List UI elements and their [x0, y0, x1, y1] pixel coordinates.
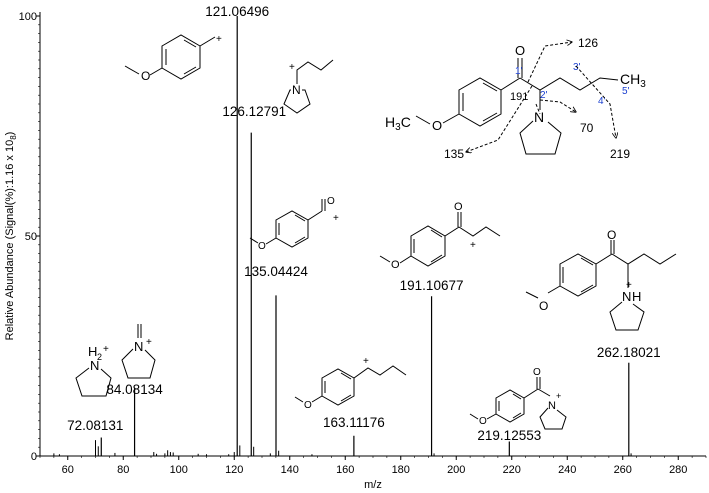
y-tick-label: 50: [25, 231, 37, 243]
methoxy-h: H: [385, 114, 395, 130]
position-label-2: 2': [540, 90, 548, 101]
plus-sign-121: +: [216, 34, 222, 45]
methyl-subscript: 3: [640, 79, 646, 90]
cleavage-arrow-126: [527, 42, 572, 83]
x-axis-title: m/z: [364, 479, 382, 491]
y-axis-title-main: Relative Abundance (Signal(%):1.16 x 10: [4, 140, 16, 341]
x-tick-label: 80: [117, 464, 129, 476]
nitrogen-atom-262: N: [622, 289, 631, 304]
structure-126-fragment: N +: [283, 59, 334, 114]
fragment-label-219: 219: [610, 147, 630, 161]
structure-84-fragment: N +: [121, 324, 156, 379]
x-tick-label: 160: [336, 464, 354, 476]
y-tick-label: 0: [31, 451, 37, 463]
peak-mz-label: 84.08134: [106, 382, 163, 397]
structure-121-fragment: + O: [124, 34, 222, 83]
hydrogen-atom-72: H: [88, 344, 97, 359]
peak-mz-label: 121.06496: [205, 4, 269, 19]
fragment-label-191: 191: [510, 91, 528, 103]
methyl-group-label: CH3: [620, 71, 646, 90]
peak-mz-label: 163.11176: [323, 415, 385, 430]
structure-191-fragment: O + O: [379, 201, 501, 271]
cleavage-arrow-135: [466, 85, 533, 152]
methyl-ch: CH: [620, 71, 640, 87]
peak-mz-label: 219.12553: [477, 428, 541, 443]
y-axis-title-close: ): [4, 132, 16, 136]
oxygen-atom-262-carbonyl: O: [607, 228, 616, 242]
methoxy-subscript: 3: [395, 122, 401, 133]
x-tick-label: 120: [225, 464, 243, 476]
x-tick-label: 280: [669, 464, 687, 476]
plus-sign-84: +: [146, 337, 152, 348]
nitrogen-atom-219: N: [548, 400, 556, 412]
position-label-4: 4': [598, 96, 606, 107]
plus-sign-163: +: [363, 356, 369, 367]
peak-mz-label: 191.10677: [400, 278, 464, 293]
oxygen-atom-121: O: [141, 69, 150, 83]
x-tick-label: 220: [503, 464, 521, 476]
x-tick-label: 200: [447, 464, 465, 476]
y-tick-label: 100: [19, 11, 37, 23]
peak-mz-label: 135.04424: [244, 264, 308, 279]
x-tick-label: 240: [558, 464, 576, 476]
nitrogen-atom-126: N: [292, 83, 301, 97]
x-tick-label: 140: [281, 464, 299, 476]
fragment-label-70: 70: [580, 121, 594, 135]
structure-262-parent: O N H + O: [525, 228, 677, 331]
x-tick-label: 60: [62, 464, 74, 476]
methoxy-label: H3C: [385, 114, 411, 133]
oxygen-atom-scheme: O: [432, 118, 442, 133]
plus-sign-135: +: [333, 213, 339, 224]
peaks-layer: [53, 16, 632, 456]
structure-72-fragment: H 2 + N: [75, 344, 112, 397]
peak-mz-label: 126.12791: [222, 104, 286, 119]
plus-sign-191: +: [470, 240, 476, 251]
y-axis-title: Relative Abundance (Signal(%):1.16 x 108…: [4, 132, 18, 341]
structure-219-fragment: O N + O: [469, 367, 567, 430]
position-label-5: 5': [622, 86, 630, 97]
oxygen-atom-191: O: [391, 259, 400, 271]
hydrogen-subscript-72: 2: [97, 352, 102, 362]
fragmentation-scheme: O CH3 N O H3C 1' 2' 3' 4' 5' 126 135 70 …: [385, 36, 646, 161]
oxygen-atom-219: O: [479, 416, 487, 427]
nitrogen-atom-scheme: N: [534, 109, 544, 125]
x-tick-label: 260: [614, 464, 632, 476]
cleavage-arrow-191: [535, 103, 541, 115]
hydrogen-atom-262: H: [632, 289, 641, 304]
x-tick-label: 180: [392, 464, 410, 476]
oxygen-atom-scheme-carbonyl: O: [515, 43, 525, 58]
cleavage-arrow-219: [575, 65, 616, 138]
position-label-1: 1': [515, 66, 523, 77]
structure-163-fragment: + O: [294, 356, 407, 411]
nitrogen-atom-72: N: [90, 358, 99, 373]
y-axis-ticks: 0 50 100: [19, 11, 40, 463]
y-axis-title-exp: 8: [9, 135, 18, 140]
plus-sign-219: +: [556, 391, 561, 401]
x-axis-ticks: 60 80 100 120 140 160 180 200 220 240 260 280: [39, 456, 707, 476]
structure-135-fragment: O + O: [249, 196, 339, 252]
plus-sign-126: +: [289, 62, 295, 73]
methoxy-c: C: [401, 114, 411, 130]
oxygen-atom-262: O: [539, 299, 548, 313]
cleavage-arrow-70: [539, 99, 576, 112]
oxygen-atom-135-carbonyl: O: [327, 196, 335, 207]
fragment-label-126: 126: [578, 36, 598, 50]
peak-mz-label: 72.08131: [67, 418, 123, 433]
oxygen-atom-219-carbonyl: O: [533, 367, 541, 378]
oxygen-atom-135: O: [258, 241, 266, 252]
nitrogen-atom-84: N: [134, 339, 143, 354]
oxygen-atom-163: O: [304, 400, 312, 411]
x-tick-label: 100: [170, 464, 188, 476]
plus-sign-262: +: [626, 280, 632, 291]
fragment-label-135: 135: [444, 147, 464, 161]
plus-sign-72: +: [103, 344, 109, 355]
peak-labels-layer: 121.06496 126.12791 135.04424 191.10677 262.…: [67, 4, 661, 443]
oxygen-atom-191-carbonyl: O: [454, 201, 463, 213]
peak-mz-label: 262.18021: [597, 345, 661, 360]
